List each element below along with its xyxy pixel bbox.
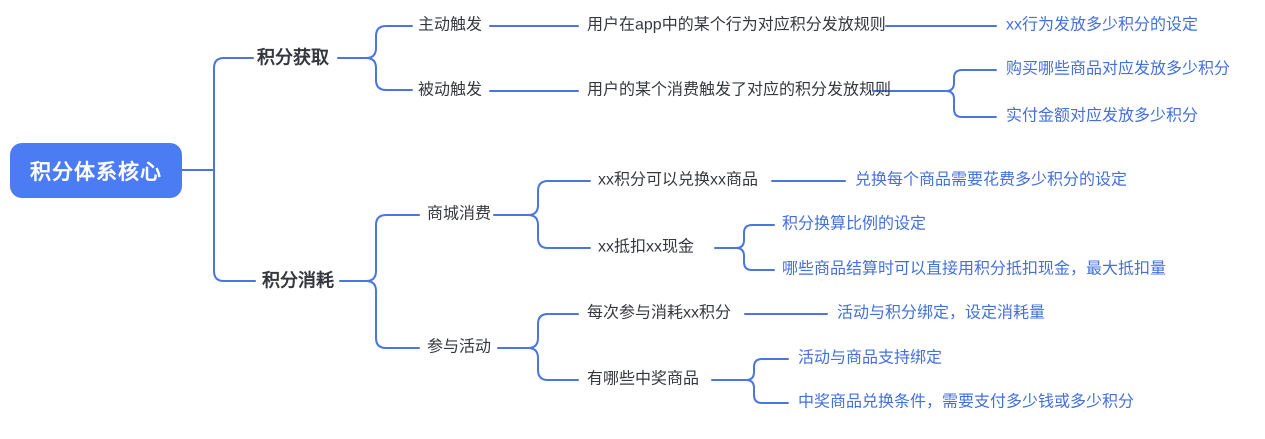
node-prize-exchange-condition[interactable]: 中奖商品兑换条件，需要支付多少钱或多少积分 [798,393,1135,411]
connectors-group [180,25,997,404]
node-consume-points-per-join[interactable]: 每次参与消耗xx积分 [587,304,732,322]
node-prize-goods[interactable]: 有哪些中奖商品 [587,370,700,388]
node-activity-goods-binding[interactable]: 活动与商品支持绑定 [798,349,943,367]
node-consumption-trigger-rule[interactable]: 用户的某个消费触发了对应的积分发放规则 [587,81,892,99]
node-paid-amount-points[interactable]: 实付金额对应发放多少积分 [1006,107,1199,125]
node-points-acquisition[interactable]: 积分获取 [257,47,329,68]
node-mall-consumption[interactable]: 商城消费 [427,205,492,223]
node-points-deduct-cash[interactable]: xx抵扣xx现金 [598,238,695,256]
node-purchase-goods-points[interactable]: 购买哪些商品对应发放多少积分 [1006,60,1231,78]
node-points-exchange-goods[interactable]: xx积分可以兑换xx商品 [598,171,759,189]
node-behavior-points-setting[interactable]: xx行为发放多少积分的设定 [1006,16,1199,34]
node-app-behavior-rule[interactable]: 用户在app中的某个行为对应积分发放规则 [587,16,886,34]
node-exchange-cost-setting[interactable]: 兑换每个商品需要花费多少积分的设定 [855,171,1128,189]
node-activity-points-binding[interactable]: 活动与积分绑定，设定消耗量 [837,304,1046,322]
node-join-activity[interactable]: 参与活动 [427,338,492,356]
node-active-trigger[interactable]: 主动触发 [418,16,483,34]
node-conversion-ratio-setting[interactable]: 积分换算比例的设定 [782,215,927,233]
node-passive-trigger[interactable]: 被动触发 [418,81,483,99]
root-node[interactable]: 积分体系核心 [10,143,182,198]
node-points-consumption[interactable]: 积分消耗 [262,270,334,291]
node-deductible-goods-setting[interactable]: 哪些商品结算时可以直接用积分抵扣现金，最大抵扣量 [782,260,1167,278]
